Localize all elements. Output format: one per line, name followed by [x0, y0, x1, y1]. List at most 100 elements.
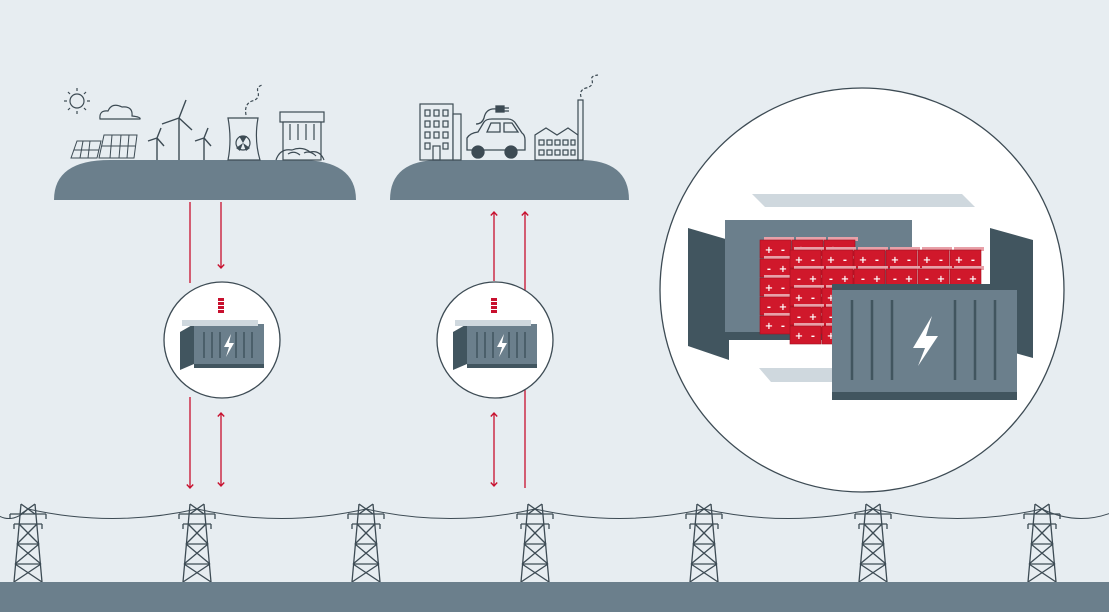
battery-cell-top	[826, 247, 856, 251]
cell-plus-symbol: +	[795, 331, 803, 342]
solar-panel-icon	[70, 134, 138, 159]
lightning-bolt-icon	[913, 316, 938, 366]
cell-plus-symbol: -	[893, 274, 897, 285]
cell-plus-symbol: -	[861, 274, 865, 285]
cell-minus-symbol: +	[841, 274, 849, 285]
wind-turbine-icon	[147, 99, 212, 160]
cell-minus-symbol: +	[905, 274, 913, 285]
cloud-icon	[99, 104, 141, 120]
cell-minus-symbol: +	[809, 274, 817, 285]
battery-cell	[789, 325, 822, 345]
battery-container-exploded-view: +-+-+--+-+-++-+-+--+-+-++-+-+-+-+-+-+-+-…	[659, 87, 1065, 493]
plug-icon	[475, 105, 509, 125]
cell-plus-symbol: +	[795, 255, 803, 266]
battery-cell-top	[764, 256, 794, 260]
cell-minus-symbol: -	[939, 255, 943, 266]
transmission-tower-icon	[9, 503, 47, 583]
cell-minus-symbol: -	[781, 321, 785, 332]
cell-minus-symbol: +	[969, 274, 977, 285]
ground-strip	[0, 582, 1109, 612]
cell-plus-symbol: -	[767, 302, 771, 313]
cell-plus-symbol: -	[829, 312, 833, 323]
cell-minus-symbol: +	[937, 274, 945, 285]
container-front-icon	[832, 284, 1017, 400]
battery-cell-top	[890, 266, 920, 270]
battery-cell-top	[764, 294, 794, 298]
transmission-tower-icon	[178, 503, 216, 583]
transmission-tower-icon	[516, 503, 554, 583]
battery-cell-top	[922, 266, 952, 270]
factory-icon	[534, 74, 599, 161]
battery-cell-top	[890, 247, 920, 251]
battery-cell-top	[794, 247, 824, 251]
battery-cell-top	[764, 275, 794, 279]
cell-plus-symbol: -	[797, 274, 801, 285]
power-line-span	[365, 508, 536, 519]
cell-plus-symbol: +	[765, 283, 773, 294]
cell-plus-symbol: -	[829, 274, 833, 285]
battery-cell-top	[794, 266, 824, 270]
cell-plus-symbol: -	[767, 264, 771, 275]
cell-minus-symbol: -	[875, 255, 879, 266]
consumption-island	[390, 74, 629, 200]
cell-minus-symbol: +	[873, 274, 881, 285]
cell-plus-symbol: +	[859, 255, 867, 266]
power-line-span	[872, 508, 1043, 519]
cell-minus-symbol: -	[781, 245, 785, 256]
power-line-span	[27, 508, 198, 519]
cell-minus-symbol: -	[811, 293, 815, 304]
battery-cell-top	[794, 304, 824, 308]
cell-minus-symbol: +	[779, 302, 787, 313]
cell-minus-symbol: -	[811, 255, 815, 266]
battery-cell-top	[796, 237, 826, 241]
battery-cell-top	[954, 266, 984, 270]
cell-minus-symbol: +	[809, 312, 817, 323]
battery-cell-top	[794, 323, 824, 327]
cell-plus-symbol: +	[765, 321, 773, 332]
battery-cell-top	[794, 285, 824, 289]
power-line-span	[534, 508, 705, 519]
transmission-tower-icon	[1023, 503, 1061, 583]
power-line-wires	[0, 508, 1109, 519]
cell-plus-symbol: +	[795, 293, 803, 304]
cell-minus-symbol: +	[779, 264, 787, 275]
transmission-tower-icon	[347, 503, 385, 583]
battery-cell-top	[826, 266, 856, 270]
cell-minus-symbol: -	[811, 331, 815, 342]
battery-cell-top	[764, 313, 794, 317]
battery-cell-top	[858, 266, 888, 270]
cell-plus-symbol: +	[891, 255, 899, 266]
cell-minus-symbol: -	[843, 255, 847, 266]
transmission-tower-icon	[685, 503, 723, 583]
battery-cell-top	[764, 237, 794, 241]
cell-minus-symbol: -	[907, 255, 911, 266]
battery-cell-top	[954, 247, 984, 251]
cell-plus-symbol: +	[923, 255, 931, 266]
battery-cell-top	[828, 237, 858, 241]
cell-plus-symbol: +	[955, 255, 963, 266]
storage-node-consumption	[436, 281, 554, 399]
cell-minus-symbol: -	[781, 283, 785, 294]
battery-cell-top	[922, 247, 952, 251]
hydro-dam-icon	[275, 111, 325, 161]
transmission-towers	[9, 503, 1061, 583]
cell-plus-symbol: -	[797, 312, 801, 323]
cell-plus-symbol: +	[827, 293, 835, 304]
power-line-span	[703, 508, 874, 519]
nuclear-plant-icon	[227, 84, 263, 161]
cell-minus-symbol: -	[971, 255, 975, 266]
cell-plus-symbol: -	[925, 274, 929, 285]
apartment-building-icon	[419, 103, 462, 161]
cell-plus-symbol: +	[827, 331, 835, 342]
electric-car-icon	[466, 118, 526, 159]
generation-island	[54, 84, 356, 200]
storage-node-generation	[163, 281, 281, 399]
cell-plus-symbol: -	[957, 274, 961, 285]
transmission-tower-icon	[854, 503, 892, 583]
sun-icon	[64, 88, 90, 114]
power-line-span	[196, 508, 367, 519]
flow-arrows-generation	[186, 202, 225, 490]
battery-cell-top	[858, 247, 888, 251]
